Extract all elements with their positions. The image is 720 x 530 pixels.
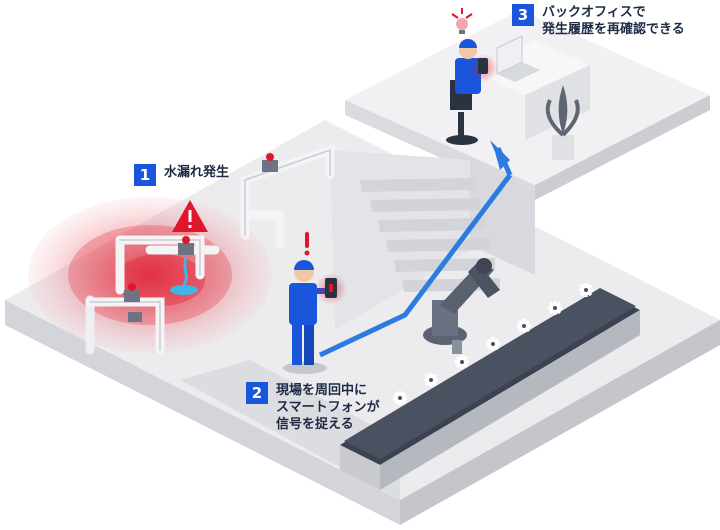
step-1-text: 水漏れ発生	[164, 164, 229, 181]
step-1-line-1: 水漏れ発生	[164, 164, 229, 181]
exclamation-icon	[305, 232, 310, 256]
step-3-text: バックオフィスで 発生履歴を再確認できる	[542, 4, 685, 38]
step-3-line-1: バックオフィスで	[542, 4, 685, 21]
lightbulb-icon	[452, 8, 472, 34]
step-2-line-2: スマートフォンが	[276, 399, 380, 416]
step-3-line-2: 発生履歴を再確認できる	[542, 21, 685, 38]
gear-icon	[579, 283, 593, 297]
step-badge: 3	[512, 4, 534, 26]
step-2-text: 現場を周回中に スマートフォンが 信号を捉える	[276, 382, 380, 433]
gear-icon	[393, 391, 407, 405]
office-phone	[478, 58, 488, 74]
smartphone-icon	[325, 278, 337, 298]
gear-icon	[486, 337, 500, 351]
gear-icon	[548, 301, 562, 315]
gear-icon	[517, 319, 531, 333]
gear-icon	[455, 355, 469, 369]
step-badge: 2	[246, 382, 268, 404]
step-badge: 1	[134, 164, 156, 186]
callout-step-2: 2 現場を周回中に スマートフォンが 信号を捉える	[246, 382, 380, 433]
gear-icon	[424, 373, 438, 387]
callout-step-1: 1 水漏れ発生	[134, 164, 229, 186]
callout-step-3: 3 バックオフィスで 発生履歴を再確認できる	[512, 4, 685, 38]
step-2-line-3: 信号を捉える	[276, 416, 380, 433]
step-2-line-1: 現場を周回中に	[276, 382, 380, 399]
